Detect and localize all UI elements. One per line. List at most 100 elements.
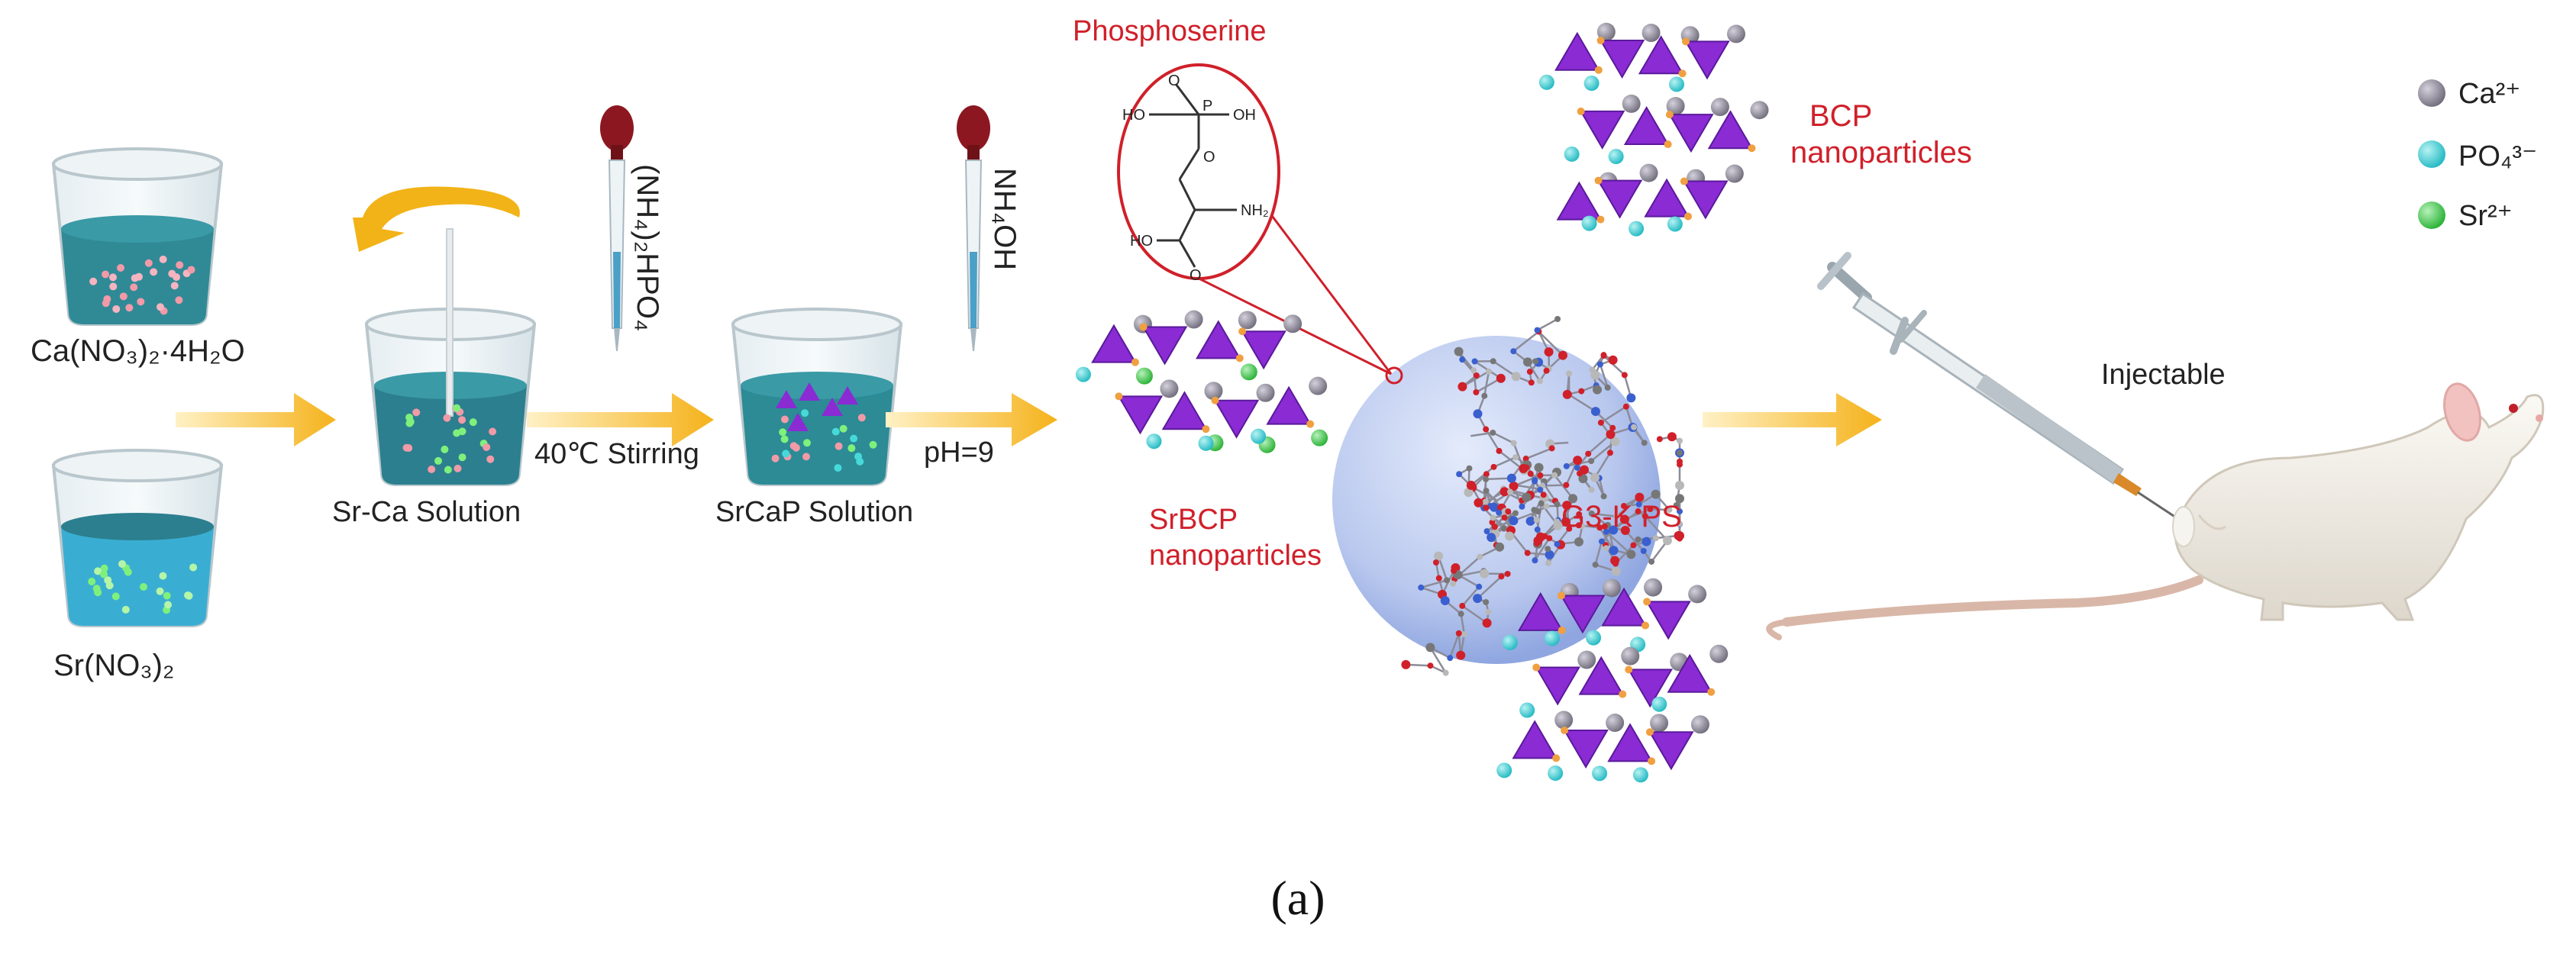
ion-dot xyxy=(109,273,117,281)
peptide-atom xyxy=(1657,436,1663,442)
peptide-atom xyxy=(1486,609,1492,615)
peptide-atom xyxy=(1612,567,1621,576)
crystal-triangle xyxy=(1684,182,1727,218)
peptide-bond xyxy=(1537,319,1558,330)
peptide-atom xyxy=(1483,504,1490,511)
strontium-ion xyxy=(1311,430,1328,446)
ion-dot xyxy=(117,264,124,272)
peptide-atom xyxy=(1512,454,1519,460)
phosphate-ion xyxy=(1076,367,1091,382)
crystal-triangle xyxy=(1686,41,1729,78)
crystal-triangle xyxy=(1119,396,1161,433)
crystal-triangle xyxy=(1197,321,1240,358)
ion-dot xyxy=(854,453,862,460)
peptide-atom xyxy=(1537,487,1543,493)
crystal-triangle xyxy=(1599,181,1641,218)
peptide-atom xyxy=(1538,501,1545,507)
peptide-atom xyxy=(1490,430,1496,436)
crystal-vertex xyxy=(1595,177,1603,185)
ion-dot xyxy=(89,278,97,285)
phosphate-ion xyxy=(1629,221,1644,237)
label-bcp-line1: BCP xyxy=(1809,99,1872,134)
peptide-atom xyxy=(1641,537,1651,546)
calcium-ion xyxy=(1711,98,1729,116)
crystal-vertex xyxy=(1140,324,1148,331)
atom-nh2: NH₂ xyxy=(1241,202,1269,220)
peptide-atom xyxy=(1483,599,1489,605)
phosphate-ion xyxy=(1146,433,1161,449)
srbcp-nanoparticle-cluster xyxy=(1076,311,1328,453)
ion-dot xyxy=(470,418,477,426)
calcium-ion xyxy=(1750,101,1768,119)
ion-dot xyxy=(106,582,114,589)
label-srcap-solution: SrCaP Solution xyxy=(715,496,913,529)
peptide-atom xyxy=(1495,543,1504,552)
peptide-atom xyxy=(1532,477,1538,483)
crystal-vertex xyxy=(1680,178,1688,185)
peptide-atom xyxy=(1484,528,1490,534)
peptide-atom xyxy=(1667,432,1677,441)
legend-swatch-po4 xyxy=(2418,140,2445,168)
label-sr-ca-solution: Sr-Ca Solution xyxy=(332,496,521,529)
phosphate-ion xyxy=(1503,635,1518,650)
crystal-vertex xyxy=(1306,421,1314,428)
crystal-vertex xyxy=(1664,140,1672,148)
crystal-triangle xyxy=(1163,392,1206,429)
crystal-triangle xyxy=(1144,327,1186,364)
strontium-ion xyxy=(1136,368,1153,385)
peptide-atom xyxy=(1528,379,1535,385)
peptide-atom xyxy=(1467,481,1476,490)
ion-dot xyxy=(486,456,494,463)
phosphate-ion xyxy=(1592,765,1607,781)
ion-dot xyxy=(443,414,450,422)
peptide-atom xyxy=(1601,353,1607,359)
calcium-ion xyxy=(1642,24,1661,42)
peptide-atom xyxy=(1612,561,1619,567)
peptide-atom xyxy=(1425,643,1435,652)
ion-dot xyxy=(122,606,130,614)
beaker-ca xyxy=(53,149,221,324)
peptide-atom xyxy=(1502,514,1508,520)
calcium-ion xyxy=(1725,165,1744,183)
peptide-atom xyxy=(1473,389,1479,395)
peptide-atom xyxy=(1597,361,1603,367)
peptide-atom xyxy=(1558,351,1567,360)
ion-dot xyxy=(781,435,789,443)
peptide-atom xyxy=(1436,575,1442,582)
peptide-atom xyxy=(1606,430,1615,439)
peptide-atom xyxy=(1510,348,1516,354)
peptide-atom xyxy=(1564,463,1570,469)
crystal-vertex xyxy=(1648,757,1655,765)
atom-ho-2: HO xyxy=(1130,233,1153,250)
crystal-vertex xyxy=(1595,66,1603,74)
calcium-ion xyxy=(1644,578,1662,597)
phosphate-ion xyxy=(1564,147,1580,162)
crystal-vertex xyxy=(1679,69,1687,77)
label-srbcp-line2: nanoparticles xyxy=(1149,540,1322,572)
peptide-atom xyxy=(1433,559,1439,566)
peptide-atom xyxy=(1456,630,1462,636)
crystal-vertex xyxy=(1596,216,1604,224)
peptide-atom xyxy=(1451,568,1457,574)
calcium-ion xyxy=(1727,24,1745,43)
calcium-ion xyxy=(1185,311,1203,329)
crystal-triangle xyxy=(1513,721,1556,758)
phosphate-ion xyxy=(1651,697,1667,712)
phosphate-ion xyxy=(1633,767,1648,782)
crystal-triangle xyxy=(1558,183,1600,220)
peptide-atom xyxy=(1483,498,1489,504)
crystal-vertex xyxy=(1202,425,1209,433)
peptide-atom xyxy=(1554,501,1561,508)
peptide-atom xyxy=(1434,552,1443,561)
crystal-triangle xyxy=(1242,331,1285,368)
atom-ho-1: HO xyxy=(1122,107,1145,124)
crystal-vertex xyxy=(1646,728,1654,736)
peptide-atom xyxy=(1626,393,1635,402)
peptide-atom xyxy=(1461,631,1467,637)
ion-dot xyxy=(840,425,847,433)
peptide-atom xyxy=(1458,611,1464,617)
peptide-atom xyxy=(1677,438,1683,444)
peptide-atom xyxy=(1574,465,1580,471)
ion-dot xyxy=(157,588,164,595)
